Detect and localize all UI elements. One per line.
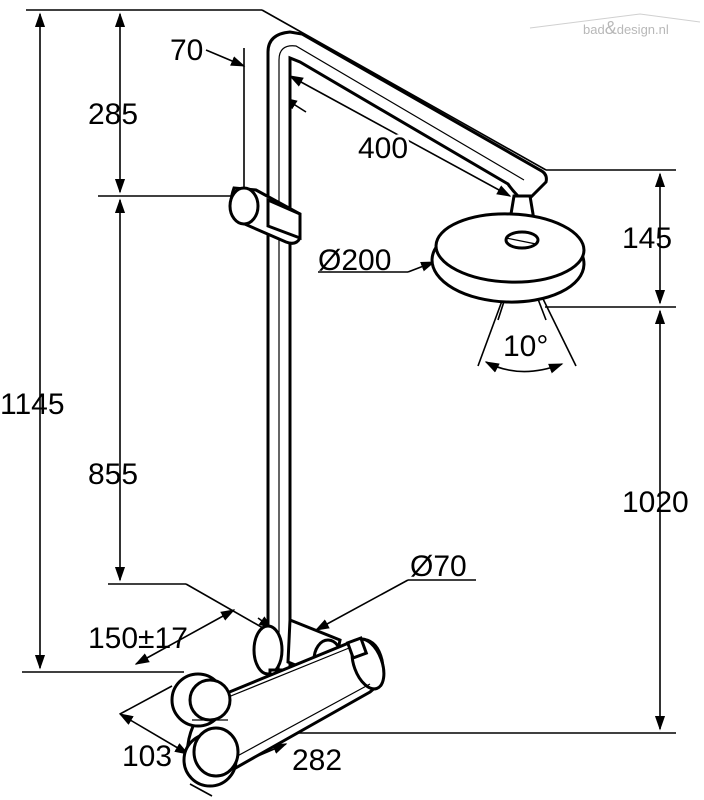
watermark-suffix: design.nl	[617, 22, 669, 37]
bar-lower-label: 855	[88, 458, 138, 491]
connection-spacing-label: 150±17	[88, 622, 188, 655]
head-to-floor-label: 1020	[622, 486, 689, 519]
wall-pipe-diameter-label: Ø70	[410, 550, 467, 583]
total-height-label: 1145	[0, 388, 65, 421]
arm-offset-leader	[205, 49, 246, 67]
spray-angle-label: 10°	[503, 330, 548, 363]
depth-ext-top	[119, 685, 173, 715]
arm-length-arrow	[288, 75, 512, 197]
head-diameter-leader	[407, 261, 436, 273]
connection-spacing-arrow	[134, 609, 236, 665]
arm-offset-label: 70	[170, 34, 203, 67]
wall-pipe-diameter-leader	[314, 579, 409, 631]
valve-width-ext-left	[189, 783, 213, 797]
watermark-prefix: bad	[583, 22, 605, 37]
watermark-logo: bad&design.nl	[529, 13, 701, 38]
svg-text:bad&design.nl: bad&design.nl	[583, 18, 669, 38]
bar-top-label: 285	[88, 98, 138, 131]
arm-length-label: 400	[358, 132, 408, 165]
head-height-label: 145	[622, 222, 672, 255]
depth-label: 103	[122, 740, 172, 773]
riser-rail	[266, 30, 548, 692]
shower-head	[430, 194, 586, 304]
depth-arrow	[118, 713, 190, 755]
valve-width-label: 282	[292, 744, 342, 777]
watermark-amp: &	[605, 18, 617, 38]
slider-holder	[228, 186, 302, 245]
left-knob	[170, 672, 240, 788]
